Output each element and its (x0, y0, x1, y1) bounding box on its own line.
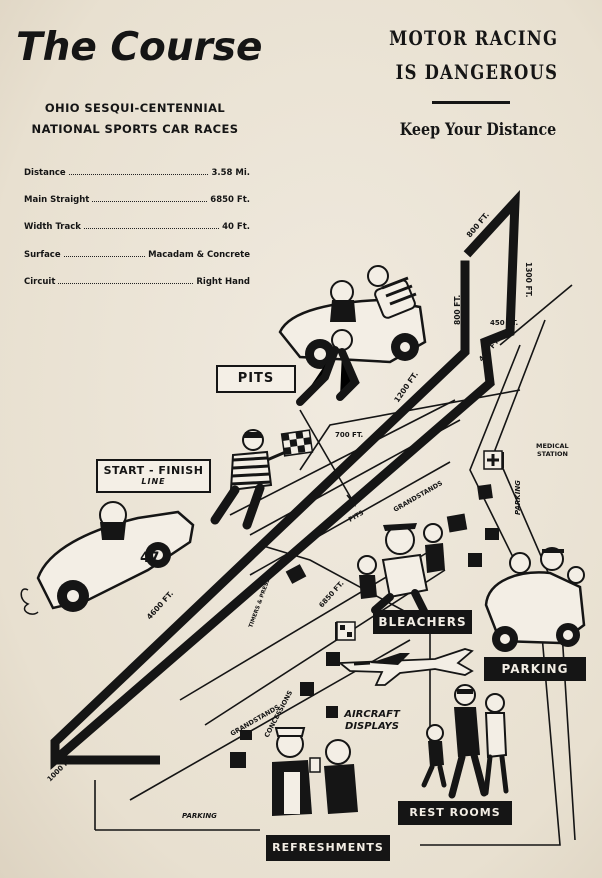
car-number: 47 (140, 550, 159, 566)
building (485, 528, 499, 540)
flagman-icon (210, 429, 314, 530)
spec-value: Right Hand (196, 277, 250, 287)
spec-main-straight: Main Straight 6850 Ft. (24, 191, 250, 205)
spec-value: Macadam & Concrete (148, 250, 250, 260)
start-finish-label: START - FINISH (103, 464, 204, 477)
building (468, 553, 482, 567)
parking-label-box: PARKING (484, 657, 586, 681)
distance-1300ft: 1300 FT. (524, 262, 533, 298)
leader-dots (58, 283, 194, 284)
building (326, 652, 340, 666)
distance-700ft: 700 FT. (335, 431, 363, 439)
medical-station-label-line1: MEDICAL (536, 442, 569, 450)
aircraft-displays-line2: DISPLAYS (345, 721, 399, 732)
spec-circuit: Circuit Right Hand (24, 273, 250, 287)
spec-value: 40 Ft. (222, 222, 250, 232)
bleachers-label-box: BLEACHERS (373, 610, 472, 634)
arrow-to-pits (299, 409, 356, 506)
building (230, 752, 246, 768)
medical-station-label-line2: STATION (537, 450, 568, 458)
inner-road-c (204, 569, 446, 726)
start-finish-label-box: START - FINISH LINE (96, 459, 211, 493)
leader-dots (68, 174, 209, 175)
spec-distance: Distance 3.58 Mi. (24, 164, 250, 178)
spec-value: 6850 Ft. (210, 195, 250, 205)
spec-label: Width Track (24, 222, 81, 232)
building (477, 484, 493, 500)
leader-dots (83, 228, 220, 229)
parking-vertical-label: PARKING (514, 480, 522, 515)
building (446, 513, 468, 533)
distance-450ft: 450 FT. (490, 319, 518, 327)
leader-dots (63, 256, 146, 257)
building (285, 564, 307, 584)
spec-label: Circuit (24, 277, 56, 287)
medical-cross-icon (487, 454, 499, 466)
spec-label: Surface (24, 250, 61, 260)
spec-label: Main Straight (24, 195, 90, 205)
event-subtitle-line1: OHIO SESQUI-CENTENNIAL (44, 101, 226, 115)
warning-divider (432, 101, 510, 104)
pit-crew-car-icon (278, 265, 427, 406)
warning-line1: MOTOR RACING (388, 26, 558, 50)
distance-800ft-side: 800 FT. (453, 295, 462, 325)
spectators-icon (357, 523, 445, 617)
leader-dots (92, 201, 208, 202)
spec-label: Distance (24, 168, 66, 178)
building (326, 706, 338, 718)
distance-4600ft: 4600 FT. (145, 589, 175, 621)
parking-bottom-label: PARKING (182, 812, 217, 820)
distance-6850ft: 6850 FT. (318, 579, 346, 609)
grandstands-top-label: GRANDSTANDS (392, 479, 444, 514)
page-title: The Course (16, 25, 263, 70)
refreshments-label-box: REFRESHMENTS (266, 835, 390, 861)
spec-width-track: Width Track 40 Ft. (24, 218, 250, 232)
pit-road-1 (229, 399, 456, 516)
aircraft-displays-line1: AIRCRAFT (344, 709, 400, 720)
warning-line2: IS DANGEROUS (395, 60, 558, 84)
spec-value: 3.58 Mi. (211, 168, 250, 178)
building (240, 730, 252, 740)
track-closure (50, 742, 160, 765)
aircraft-icon (337, 648, 474, 686)
checkered-flag-icon (280, 429, 314, 457)
race-track (50, 189, 520, 770)
parking-car-icon (484, 547, 586, 652)
refreshments-people-icon (272, 727, 358, 816)
start-finish-line-label: LINE (141, 477, 166, 486)
bleacher-seat-icons (336, 621, 356, 641)
aircraft-displays-label: AIRCRAFT DISPLAYS (336, 709, 408, 733)
race-car-47-icon: 47 (20, 501, 195, 615)
event-subtitle-line2: NATIONAL SPORTS CAR RACES (31, 122, 239, 136)
paddock-road (299, 389, 521, 471)
building (300, 682, 314, 696)
service-roads (94, 284, 576, 846)
spec-surface: Surface Macadam & Concrete (24, 246, 250, 260)
rest-rooms-label-box: REST ROOMS (398, 801, 512, 825)
warning-tagline: Keep Your Distance (399, 120, 557, 140)
right-road (494, 319, 576, 841)
family-walking-icon (421, 684, 509, 799)
pits-label-box: PITS (216, 365, 296, 393)
